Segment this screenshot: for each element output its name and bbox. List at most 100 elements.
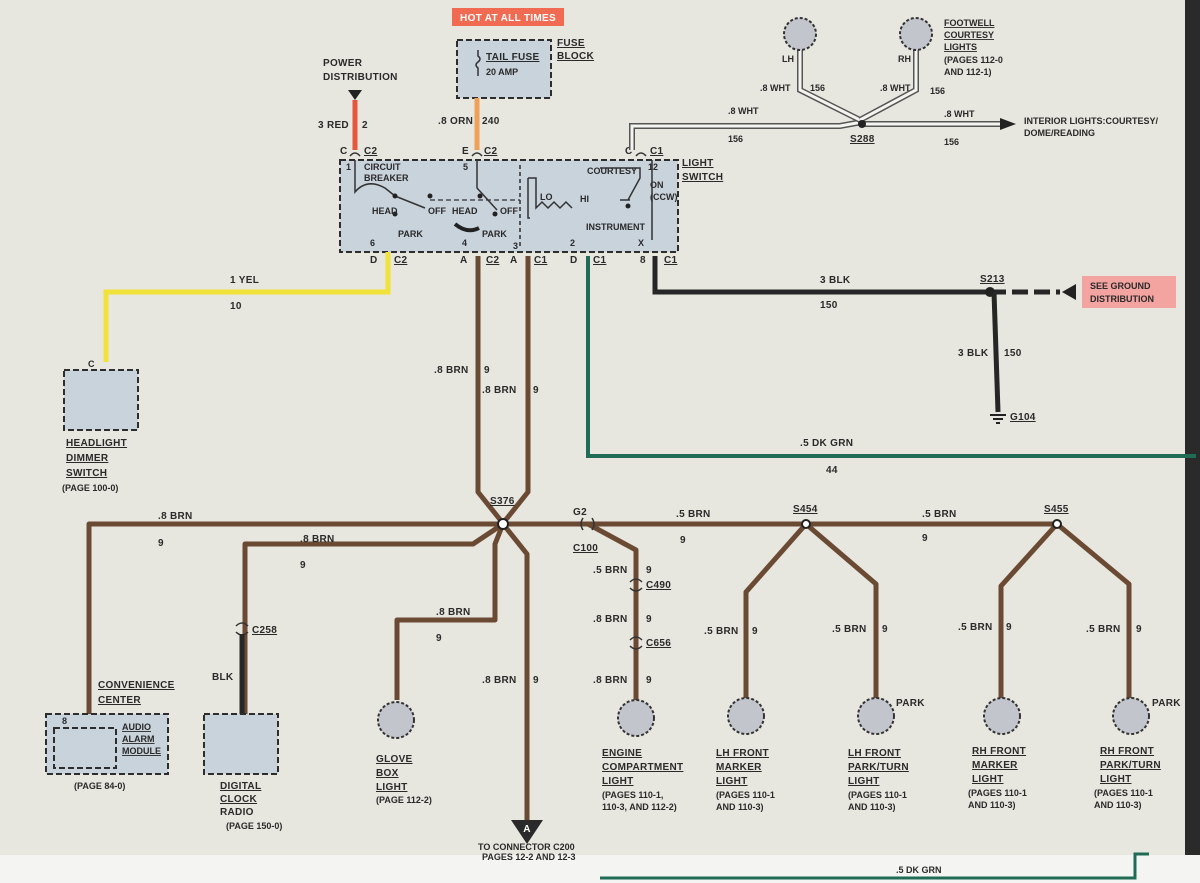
sw-head-1: HEAD — [372, 206, 398, 216]
lhp-num: 9 — [882, 624, 888, 635]
brown-harness — [86, 256, 1132, 824]
wire-red-num: 2 — [362, 120, 368, 131]
fuse-block — [456, 39, 552, 99]
ground-symbol-icon — [990, 414, 1006, 424]
connector-a-letter: A — [523, 824, 531, 835]
glove-box-lamp-icon — [377, 701, 415, 739]
glove-l1: GLOVE — [376, 754, 413, 765]
contact-dot — [625, 203, 631, 209]
wire-grn-label: .5 DK GRN — [800, 438, 853, 449]
splice-s376: S376 — [490, 496, 515, 507]
power-arrow-icon — [348, 90, 362, 100]
conn-c490-icon — [629, 578, 643, 592]
lh-park-lamp-icon — [857, 697, 895, 735]
brn-clock-num: 9 — [300, 560, 306, 571]
dimmer-l1: HEADLIGHT — [66, 438, 127, 449]
white-wire-harness — [629, 50, 1000, 150]
clock-radio-box — [203, 713, 279, 775]
hot-banner — [452, 8, 564, 26]
ground-arrow-icon — [1062, 284, 1076, 300]
eng-3-num: 9 — [646, 675, 652, 686]
conn-a-1: A — [460, 255, 468, 266]
eng-2-num: 9 — [646, 614, 652, 625]
rhm-num: 9 — [1006, 622, 1012, 633]
conn-c1c: C1 — [593, 255, 607, 266]
light-switch-box — [339, 159, 679, 253]
rhm-l2: MARKER — [972, 760, 1018, 771]
light-switch-label-1: LIGHT — [682, 158, 714, 169]
connector-a-icon — [511, 820, 543, 844]
conn-c2c: C2 — [394, 255, 408, 266]
rhm-l4: (PAGES 110-1 — [968, 788, 1027, 798]
conn-c656-icon — [629, 636, 643, 650]
head-contact-2 — [476, 160, 498, 211]
brn-left-label: .8 BRN — [158, 511, 193, 522]
rh-marker-lamp-icon — [983, 697, 1021, 735]
lhm-l5: AND 110-3) — [716, 802, 764, 812]
interior-line1: INTERIOR LIGHTS:COURTESY/ — [1024, 116, 1159, 126]
rh-park-lamp-icon — [1112, 697, 1150, 735]
fuse-block-label-2: BLOCK — [557, 51, 595, 62]
footwell-l3: LIGHTS — [944, 42, 977, 52]
conn-g2: G2 — [573, 507, 587, 518]
sw-park-1: PARK — [398, 229, 423, 239]
lhp-l5: AND 110-3) — [848, 802, 896, 812]
wiper-contact — [453, 222, 480, 233]
lhm-num: 9 — [752, 626, 758, 637]
lhm-l3: LIGHT — [716, 776, 748, 787]
wire-grn-num: 44 — [826, 465, 838, 476]
contact-dot — [392, 211, 398, 217]
rhp-tag: PARK — [1152, 698, 1181, 709]
conn-c490: C490 — [646, 580, 671, 591]
dimmer-l3: SWITCH — [66, 468, 107, 479]
bottom-grn-label: .5 DK GRN — [896, 865, 942, 875]
lhm-label: .5 BRN — [704, 626, 739, 637]
light-switch-label-2: SWITCH — [682, 172, 723, 183]
wire-blk-num: 150 — [820, 300, 838, 311]
contact-dot — [427, 193, 433, 199]
wht-right-num: 156 — [944, 137, 959, 147]
brn-glove-label: .8 BRN — [436, 607, 471, 618]
conn-c1b: C1 — [534, 255, 548, 266]
conv-page: (PAGE 84-0) — [74, 781, 125, 791]
wht-lh-num: 156 — [810, 83, 825, 93]
lh-marker-lamp-icon — [727, 697, 765, 735]
wire-green-bottom — [600, 852, 1149, 880]
splice-s213: S213 — [980, 274, 1005, 285]
conn-c-right-label: C — [625, 146, 633, 157]
clock-l4: (PAGE 150-0) — [226, 821, 282, 831]
rhm-l1: RH FRONT — [972, 746, 1026, 757]
conn-c1-top-right — [635, 152, 647, 157]
lhm-l1: LH FRONT — [716, 748, 769, 759]
engine-l1: ENGINE — [602, 748, 642, 759]
lhm-l2: MARKER — [716, 762, 762, 773]
rhm-label: .5 BRN — [958, 622, 993, 633]
hot-banner-text: HOT AT ALL TIMES — [460, 13, 556, 24]
conn-d-2: D — [570, 255, 578, 266]
rhm-l5: AND 110-3) — [968, 800, 1016, 810]
fuse-rating: 20 AMP — [486, 67, 518, 77]
conn-c100: C100 — [573, 543, 598, 554]
sw-off-2: OFF — [500, 206, 518, 216]
wht-rh-label: .8 WHT — [880, 83, 911, 93]
conv-m1: AUDIO — [122, 722, 151, 732]
splice-s455-dot — [1052, 519, 1062, 529]
sw-hi: HI — [580, 194, 589, 204]
eng-3-label: .8 BRN — [593, 675, 628, 686]
footwell-l5: AND 112-1) — [944, 67, 992, 77]
splice-s455: S455 — [1044, 504, 1069, 515]
ground-g104: G104 — [1010, 412, 1036, 423]
glove-l3: LIGHT — [376, 782, 408, 793]
rhp-l5: AND 110-3) — [1094, 800, 1142, 810]
brn-a-label: .8 BRN — [434, 365, 469, 376]
wire-red-label: 3 RED — [318, 120, 349, 131]
interior-arrow-icon — [1000, 118, 1016, 130]
clock-l2: CLOCK — [220, 794, 258, 805]
sw-circuit: CIRCUIT — [364, 162, 401, 172]
fuse-block-label-1: FUSE — [557, 38, 585, 49]
wht-top-label: .8 WHT — [728, 106, 759, 116]
rhp-l4: (PAGES 110-1 — [1094, 788, 1153, 798]
power-dist-1: POWER — [323, 58, 363, 69]
dimmer-l2: DIMMER — [66, 453, 109, 464]
pin-4: 4 — [462, 238, 467, 248]
